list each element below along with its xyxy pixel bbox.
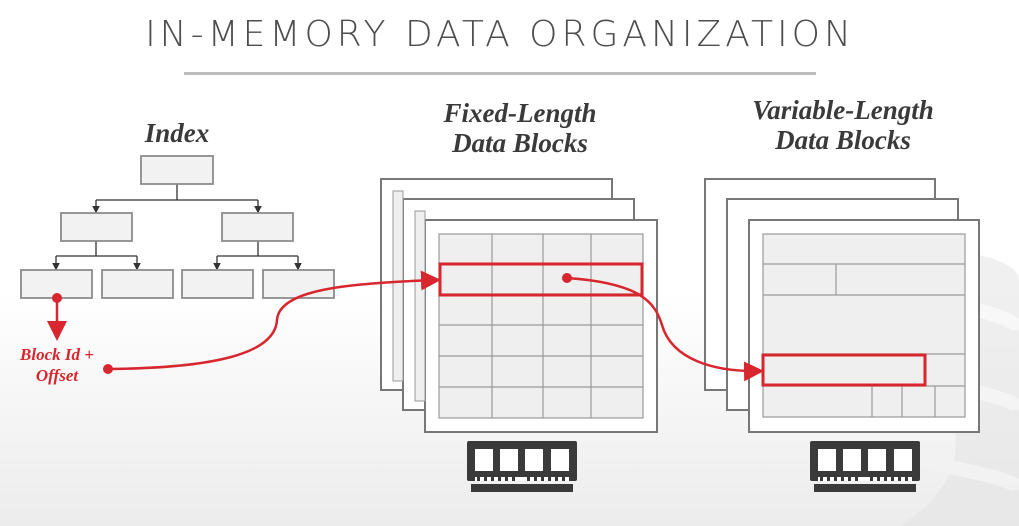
index-inner-node-left	[60, 212, 133, 242]
fixed-blocks-heading: Fixed-Length Data Blocks	[405, 98, 635, 158]
block-id-label-line1: Block Id +	[20, 345, 94, 364]
variable-blocks-heading: Variable-Length Data Blocks	[718, 95, 968, 155]
leaf-pointer-dot	[52, 293, 62, 303]
tuple-pointer-dot	[562, 273, 572, 283]
index-tree	[20, 155, 335, 299]
memory-chip-icon	[810, 441, 920, 492]
title-divider	[184, 72, 816, 75]
index-inner-node-right	[221, 212, 294, 242]
fixed-length-blocks	[380, 178, 658, 433]
variable-length-blocks	[704, 178, 980, 433]
fixed-block-grid	[438, 233, 644, 419]
index-heading: Index	[97, 118, 257, 148]
label-to-fixed-block-arrow	[107, 270, 441, 371]
index-leaf-node	[101, 269, 174, 299]
variable-blocks-heading-line1: Variable-Length	[752, 95, 934, 125]
variable-blocks-heading-line2: Data Blocks	[775, 125, 911, 155]
index-leaf-node	[181, 269, 254, 299]
label-pointer-dot	[103, 364, 113, 374]
index-leaf-node	[262, 269, 335, 299]
pointer-arrows	[47, 270, 764, 382]
page-title: IN-MEMORY DATA ORGANIZATION	[145, 14, 855, 55]
fixed-blocks-heading-line1: Fixed-Length	[443, 98, 597, 128]
index-root-node	[140, 155, 214, 185]
fixed-blocks-heading-line2: Data Blocks	[452, 128, 588, 158]
block-id-offset-label: Block Id + Offset	[8, 344, 106, 386]
block-id-label-line2: Offset	[35, 366, 79, 385]
memory-chip-icon	[467, 441, 577, 492]
fixed-to-variable-block-arrow	[566, 276, 764, 382]
index-heading-text: Index	[144, 118, 210, 148]
